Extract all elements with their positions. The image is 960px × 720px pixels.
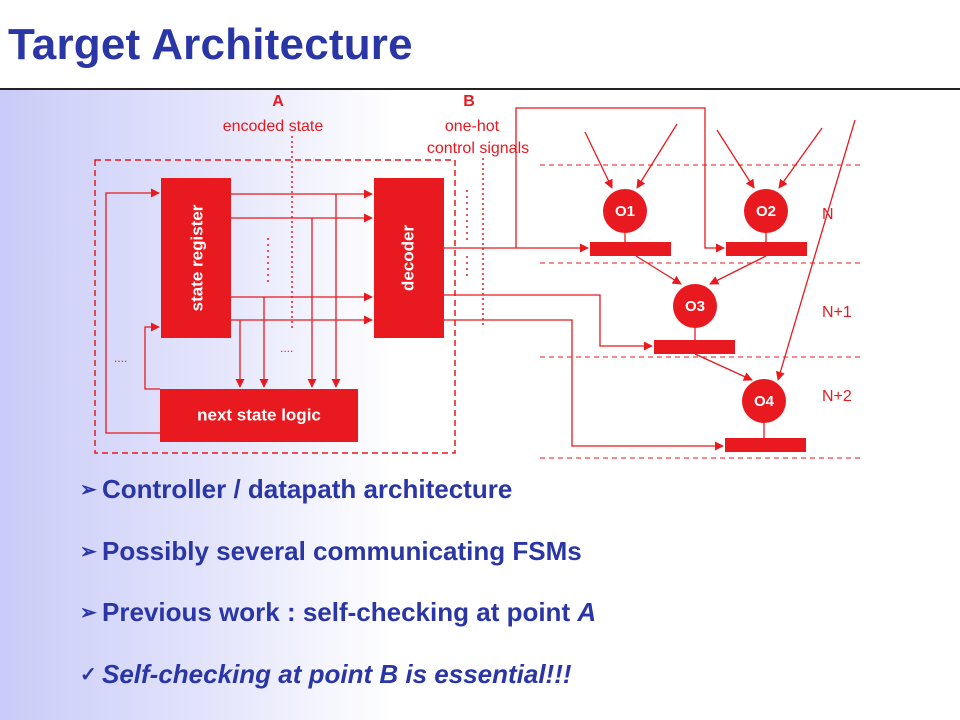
slide-title: Target Architecture <box>8 20 413 69</box>
point-a-letter: A <box>272 93 284 110</box>
operator-o2: O2 <box>726 189 807 256</box>
operator-o1: O1 <box>590 189 671 256</box>
operator-o1-register <box>590 242 671 256</box>
operator-o2-label: O2 <box>756 203 776 220</box>
title-divider <box>0 88 960 90</box>
control-signal-wires <box>444 107 725 451</box>
operator-o3-register <box>654 340 735 354</box>
next-state-logic-label: next state logic <box>197 405 321 424</box>
state-register-block <box>161 178 231 338</box>
operator-o4-register <box>725 438 806 452</box>
operator-o1-label: O1 <box>615 203 635 220</box>
encoded-state-wires <box>231 189 373 388</box>
next-state-logic-block <box>160 389 358 442</box>
decoder-block <box>374 178 444 338</box>
operator-o3: O3 <box>654 284 735 354</box>
operator-o4-label: O4 <box>754 393 775 410</box>
level-n-label: N <box>822 206 834 223</box>
level-n1-label: N+1 <box>822 304 852 321</box>
point-b-text-line1: one-hot <box>445 118 500 135</box>
decoder-label: decoder <box>398 225 417 292</box>
point-a-text: encoded state <box>223 118 324 135</box>
controller-boundary <box>94 159 456 454</box>
operator-o3-label: O3 <box>685 298 705 315</box>
feedback-wires <box>105 188 160 434</box>
ellipsis-feedback: .... <box>114 351 127 365</box>
operator-o2-register <box>726 242 807 256</box>
level-n2-label: N+2 <box>822 388 852 405</box>
operator-o4: O4 <box>725 379 806 452</box>
ellipsis-next-state: .... <box>280 341 293 355</box>
point-a-label: A encoded state <box>223 93 324 135</box>
state-register-label: state register <box>187 204 206 311</box>
point-b-text-line2: control signals <box>427 140 529 157</box>
point-b-letter: B <box>463 93 475 110</box>
datapath-wires <box>584 119 856 381</box>
point-b-label: B one-hot control signals <box>427 93 529 157</box>
